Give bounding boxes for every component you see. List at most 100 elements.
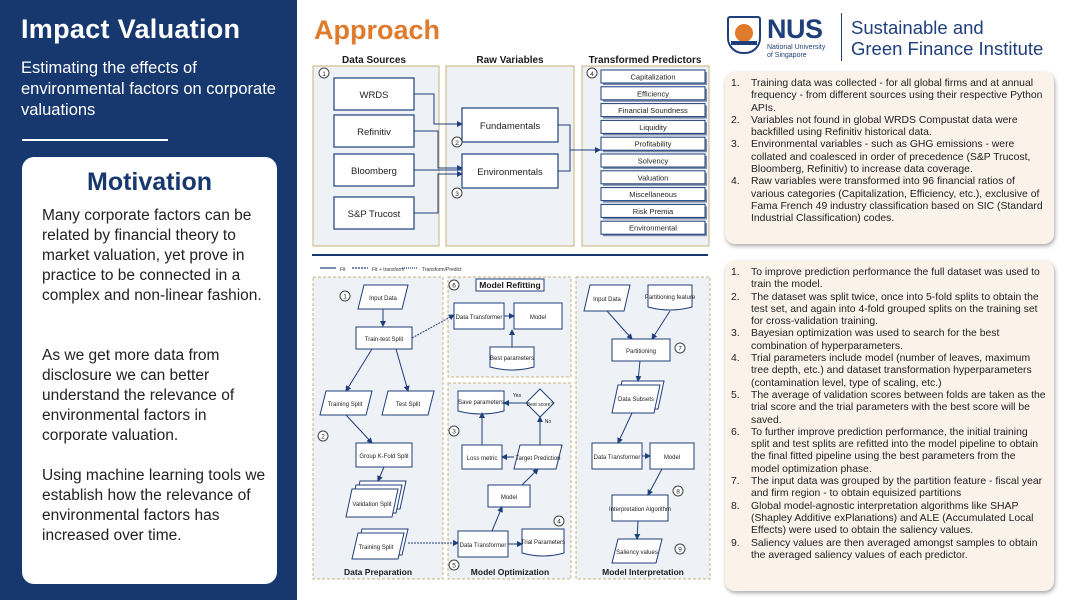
node-save-parameters: Save parameters [457, 390, 505, 415]
svg-text:3: 3 [452, 429, 456, 436]
node-input-data-interp: Input Data [583, 284, 631, 312]
predictor-environmental: Environmental [600, 220, 707, 237]
predictor-profitability: Profitability [600, 136, 707, 153]
svg-text:9: 9 [678, 547, 682, 554]
svg-text:Validation Split: Validation Split [352, 502, 392, 508]
svg-text:Model: Model [664, 455, 680, 461]
node-model-interp: Model [649, 442, 695, 470]
note-item: 8.Global model-agnostic interpretation a… [731, 500, 1034, 537]
note-item: 3.Bayesian optimization was used to sear… [731, 328, 1000, 352]
approach-title: Approach [314, 15, 441, 45]
model-pipeline-diagram: Fit Fit + transform Transform/Predict Da… [312, 267, 711, 580]
predictor-capitalization: Capitalization [600, 69, 707, 85]
header-raw-variables: Raw Variables [476, 55, 544, 66]
step-4: 4 [586, 67, 598, 79]
node-model-opt: Model [487, 484, 531, 508]
note-item: 3.Environmental variables - such as GHG … [731, 139, 1031, 176]
raw-fundamentals: Fundamentals [461, 107, 559, 143]
svg-text:Liquidity: Liquidity [639, 123, 667, 132]
svg-text:Solvency: Solvency [638, 157, 669, 166]
pipeline-step-3: 3 [448, 425, 460, 437]
header-data-sources: Data Sources [342, 55, 406, 66]
node-interpretation-algorithm: Interpretation Algorithm [609, 494, 671, 522]
svg-text:Group K-Fold Split: Group K-Fold Split [359, 454, 409, 460]
pipeline-step-9: 9 [674, 543, 686, 555]
data-pipeline-diagram: Data Sources Raw Variables Transformed P… [312, 55, 710, 247]
node-group-kfold-split: Group K-Fold Split [355, 442, 413, 468]
section-divider [312, 254, 708, 256]
svg-text:Loss metric: Loss metric [467, 456, 498, 462]
svg-text:1: 1 [322, 71, 326, 78]
svg-text:Bloomberg: Bloomberg [351, 166, 397, 177]
node-data-transformer-refit: Data Transformer [453, 302, 505, 330]
node-partitioning: Partitioning [611, 338, 671, 362]
svg-text:Training Split: Training Split [359, 545, 394, 551]
notes-model-pipeline: 1.To improve prediction performance the … [725, 261, 1054, 591]
svg-text:Risk Premia: Risk Premia [633, 207, 674, 216]
svg-text:1: 1 [343, 294, 347, 301]
source-wrds: WRDS [333, 77, 415, 111]
title-divider [22, 139, 168, 141]
svg-text:Efficiency: Efficiency [637, 89, 669, 98]
note-item: 1.Training data was collected - for all … [731, 78, 1043, 114]
nus-wordmark: NUS [767, 14, 823, 44]
pipeline-step-7: 7 [674, 342, 686, 354]
note-item: 4.Raw variables were transformed into 96… [731, 176, 1043, 225]
motivation-paragraph-3: Using machine learning tools we establis… [42, 467, 266, 544]
note-item: 7.The input data was grouped by the part… [731, 476, 1043, 500]
svg-text:Data Transformer: Data Transformer [460, 543, 507, 549]
page-subtitle: Estimating the effects of environmental … [21, 59, 276, 119]
svg-text:Partitioning: Partitioning [626, 349, 656, 355]
predictor-efficiency: Efficiency [600, 86, 707, 102]
svg-text:2: 2 [455, 140, 459, 147]
nus-crest-icon [727, 16, 761, 54]
svg-text:6: 6 [452, 283, 456, 290]
legend-fit-transform: Fit + transform [372, 267, 404, 273]
svg-text:Environmental: Environmental [629, 224, 677, 233]
predictor-risk-premia: Risk Premia [600, 203, 707, 220]
pipeline-step-6: 6 [448, 279, 460, 291]
svg-text:2: 2 [321, 434, 325, 441]
svg-text:8: 8 [676, 489, 680, 496]
svg-text:Model: Model [530, 315, 546, 321]
svg-text:Partitioning feature: Partitioning feature [645, 295, 696, 301]
predictor-solvency: Solvency [600, 153, 707, 169]
pipeline-step-1: 1 [339, 290, 351, 302]
svg-text:Environmentals: Environmentals [477, 167, 543, 178]
raw-environmentals: Environmentals [461, 153, 559, 189]
svg-text:Best score?: Best score? [527, 402, 554, 408]
motivation-paragraph-1: Many corporate factors can be related by… [42, 207, 262, 304]
legend-transform-predict: Transform/Predict [422, 267, 462, 273]
pipeline-steps: 1 2 3 4 5 6 7 8 9 [317, 279, 686, 571]
svg-text:WRDS: WRDS [359, 90, 388, 101]
node-trial-parameters: Trial Parameters [521, 528, 565, 557]
node-train-test-split: Train-test Split [355, 326, 413, 350]
node-saliency-values: Saliency values [611, 538, 663, 564]
node-loss-metric: Loss metric [461, 444, 503, 470]
pipeline-step-4: 4 [553, 515, 565, 527]
svg-text:Interpretation Algorithm: Interpretation Algorithm [609, 507, 671, 513]
note-item: 9.Saliency values are then averaged amon… [731, 537, 1038, 561]
pipeline-step-5: 5 [448, 559, 460, 571]
node-data-subsets: Data Subsets [611, 380, 665, 414]
node-test-split: Test Split [381, 390, 435, 416]
source-refinitiv: Refinitiv [333, 114, 415, 148]
svg-text:No: No [545, 419, 552, 425]
svg-text:S&P Trucost: S&P Trucost [348, 209, 401, 220]
pipeline-step-2: 2 [317, 430, 329, 442]
svg-text:Refinitiv: Refinitiv [357, 127, 391, 138]
svg-text:Yes: Yes [513, 393, 522, 399]
svg-text:Capitalization: Capitalization [630, 73, 675, 82]
svg-text:Input Data: Input Data [593, 297, 621, 303]
source-sp-trucost: S&P Trucost [333, 196, 415, 230]
svg-text:Data Transformer: Data Transformer [456, 315, 503, 321]
motivation-paragraph-2: As we get more data from disclosure we c… [42, 347, 235, 444]
node-training-split: Training Split [319, 390, 373, 416]
section-data-preparation: Data Preparation [344, 567, 412, 577]
motivation-heading: Motivation [87, 168, 212, 196]
svg-text:5: 5 [452, 563, 456, 570]
source-bloomberg: Bloomberg [333, 153, 415, 187]
node-best-parameters: Best parameters [489, 346, 535, 371]
